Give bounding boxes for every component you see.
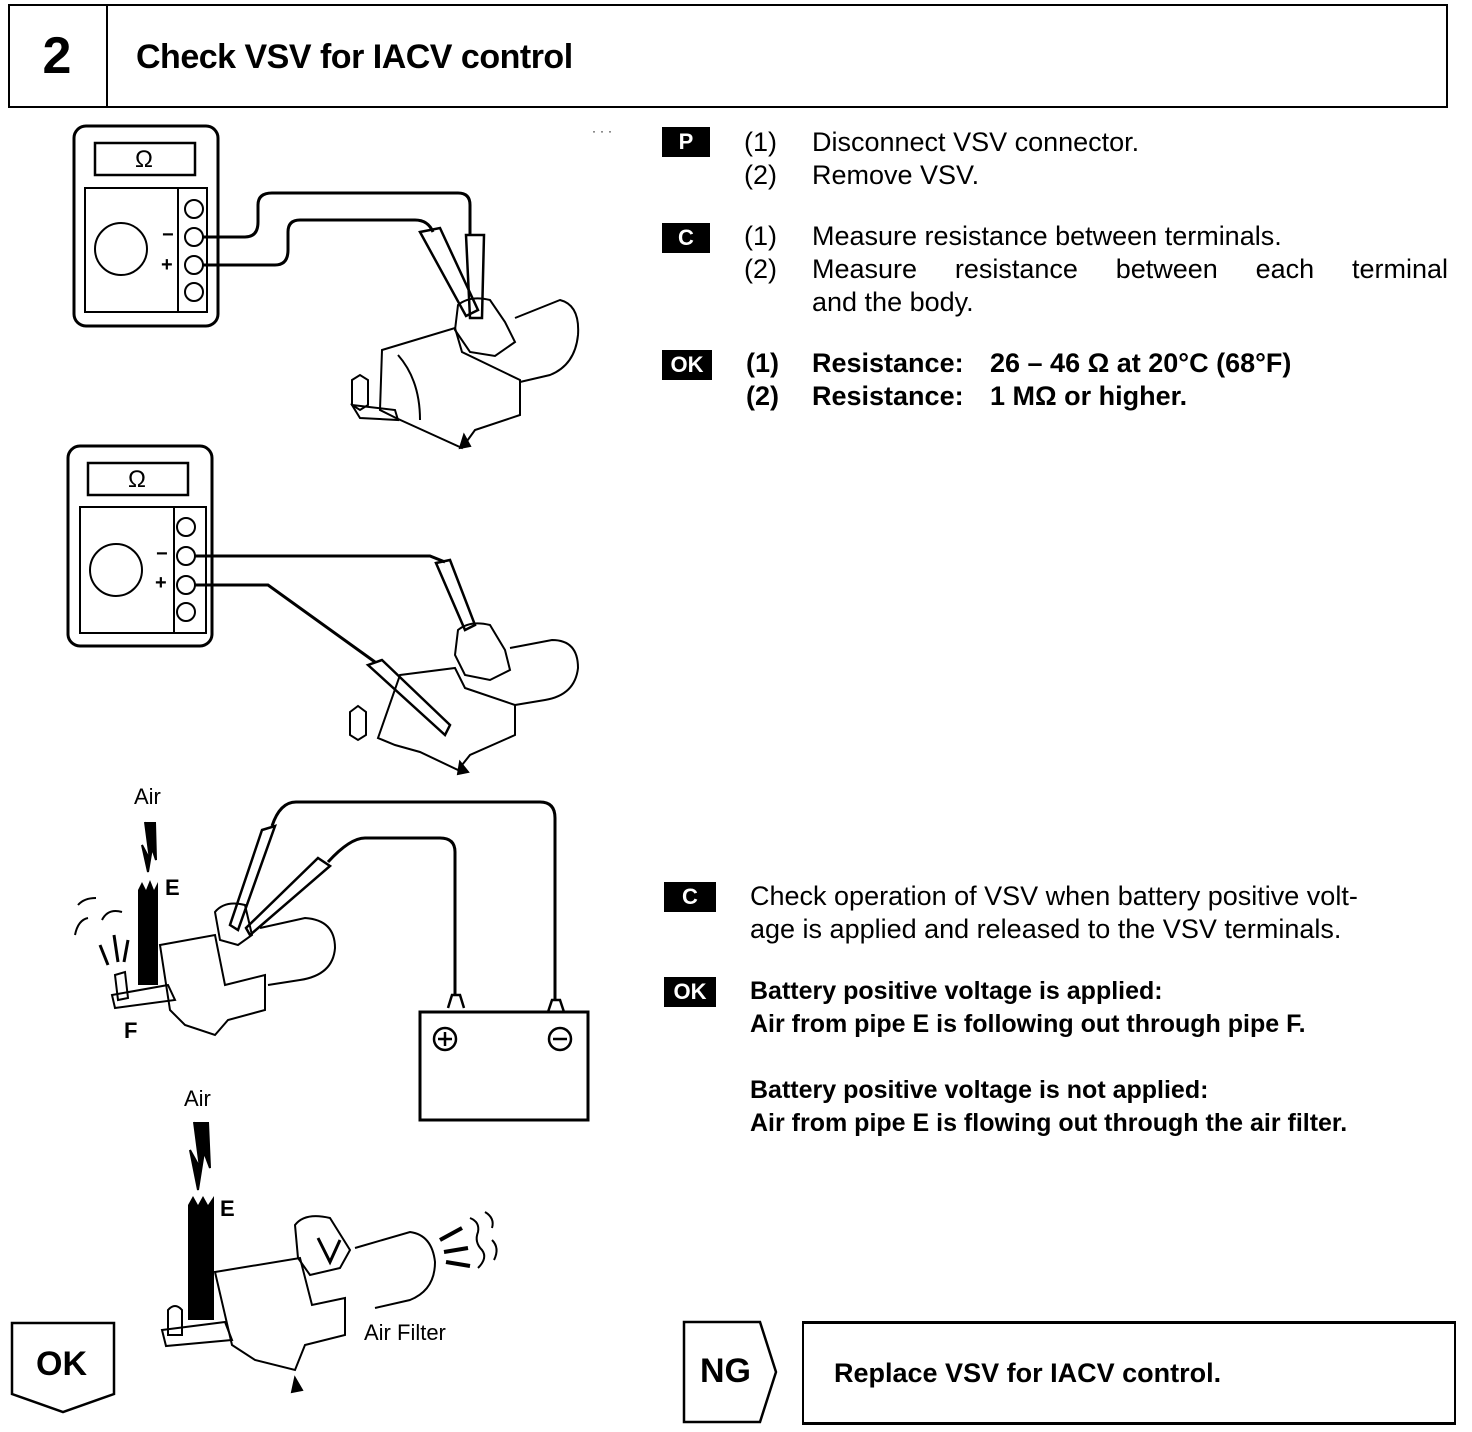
badge-ok: OK (664, 977, 716, 1007)
check-step-text-line2: and the body. (812, 287, 974, 317)
word: Measure (812, 254, 918, 284)
check2-text-line2: age is applied and released to the VSV t… (750, 914, 1342, 944)
check-step-text-line1: Measure resistance between each terminal (812, 253, 1448, 286)
not-applied-result: Air from pipe E is flowing out through t… (750, 1109, 1348, 1137)
ok-label: OK (36, 1345, 87, 1383)
ok-down-arrow[interactable] (10, 1320, 118, 1416)
pipe-f-label: F (124, 1018, 138, 1043)
applied-heading: Battery positive voltage is applied: (750, 977, 1163, 1005)
step-title: Check VSV for IACV control (136, 38, 573, 76)
step-num: (1) (744, 221, 777, 251)
dots-mark: ··· (592, 124, 616, 138)
badge-prep: P (662, 127, 710, 157)
applied-result: Air from pipe E is following out through… (750, 1010, 1306, 1038)
word: terminal (1351, 254, 1448, 284)
ng-action-text: Replace VSV for IACV control. (834, 1358, 1222, 1388)
ng-action-box (802, 1321, 1456, 1425)
ng-label: NG (700, 1352, 751, 1390)
step-num: (2) (744, 254, 777, 284)
plus-sign: + (161, 254, 173, 276)
air-label: Air (134, 784, 161, 809)
plus-sign: + (155, 572, 167, 594)
badge-ok: OK (662, 350, 712, 380)
ohmmeter-1 (72, 124, 580, 450)
result-value: 1 MΩ or higher. (990, 381, 1188, 411)
ng-right-arrow[interactable] (682, 1320, 782, 1428)
ohm-symbol: Ω (128, 466, 146, 493)
pipe-e-label: E (165, 875, 180, 900)
step-number: 2 (8, 4, 108, 108)
step-num: (2) (744, 160, 777, 190)
prep-step-text: Disconnect VSV connector. (812, 127, 1140, 157)
check2-text-line1: Check operation of VSV when battery posi… (750, 881, 1358, 911)
check-step-text: Measure resistance between terminals. (812, 221, 1282, 251)
ohmmeter-2 (66, 444, 580, 776)
result-num: (2) (746, 381, 779, 411)
air-label: Air (184, 1086, 211, 1111)
vsv-battery-diagram (74, 800, 590, 1122)
badge-check: C (664, 882, 716, 912)
result-label: Resistance: (812, 381, 964, 411)
ohm-symbol: Ω (135, 146, 153, 173)
word: each (1255, 254, 1315, 284)
pipe-e-label: E (220, 1196, 235, 1221)
badge-check: C (662, 223, 710, 253)
result-label: Resistance: (812, 348, 964, 378)
minus-sign: − (156, 543, 168, 565)
step-header (8, 4, 1448, 108)
step-num: (1) (744, 127, 777, 157)
word: between (1115, 254, 1218, 284)
air-filter-label: Air Filter (364, 1320, 446, 1345)
result-value: 26 – 46 Ω at 20°C (68°F) (990, 348, 1292, 378)
word: resistance (954, 254, 1078, 284)
minus-sign: − (162, 224, 174, 246)
not-applied-heading: Battery positive voltage is not applied: (750, 1076, 1209, 1104)
vsv-air-filter-diagram (160, 1121, 498, 1394)
prep-step-text: Remove VSV. (812, 160, 980, 190)
result-num: (1) (746, 348, 779, 378)
